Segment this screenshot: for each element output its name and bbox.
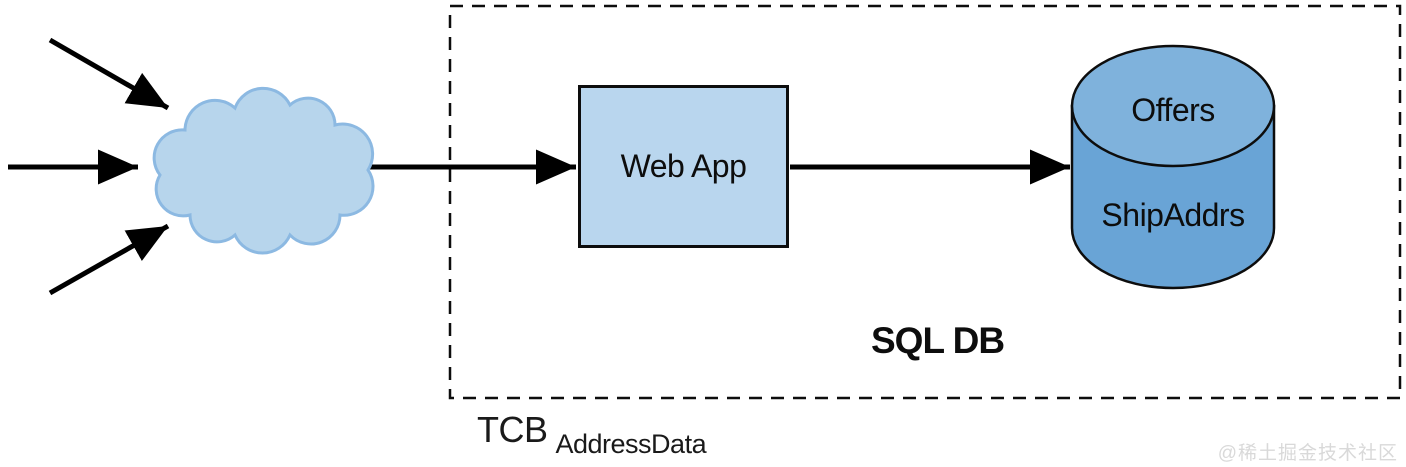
web-app-node: Web App — [578, 85, 789, 248]
web-app-label: Web App — [620, 148, 747, 184]
db-shipaddrs-label: ShipAddrs — [1101, 197, 1245, 233]
tcb-label: TCB — [477, 409, 548, 450]
tcb-subscript-label: AddressData — [555, 429, 707, 459]
inbound-arrow-bottom-icon — [48, 223, 170, 296]
sql-db-label: SQL DB — [871, 320, 1005, 361]
database-top-icon — [1070, 44, 1276, 168]
cloud-icon — [152, 86, 375, 255]
db-offers-label: Offers — [1131, 92, 1215, 128]
watermark-text: @稀土掘金技术社区 — [1217, 443, 1398, 464]
tcb-boundary-box — [448, 4, 1402, 400]
inbound-arrow-top-icon — [48, 37, 170, 111]
